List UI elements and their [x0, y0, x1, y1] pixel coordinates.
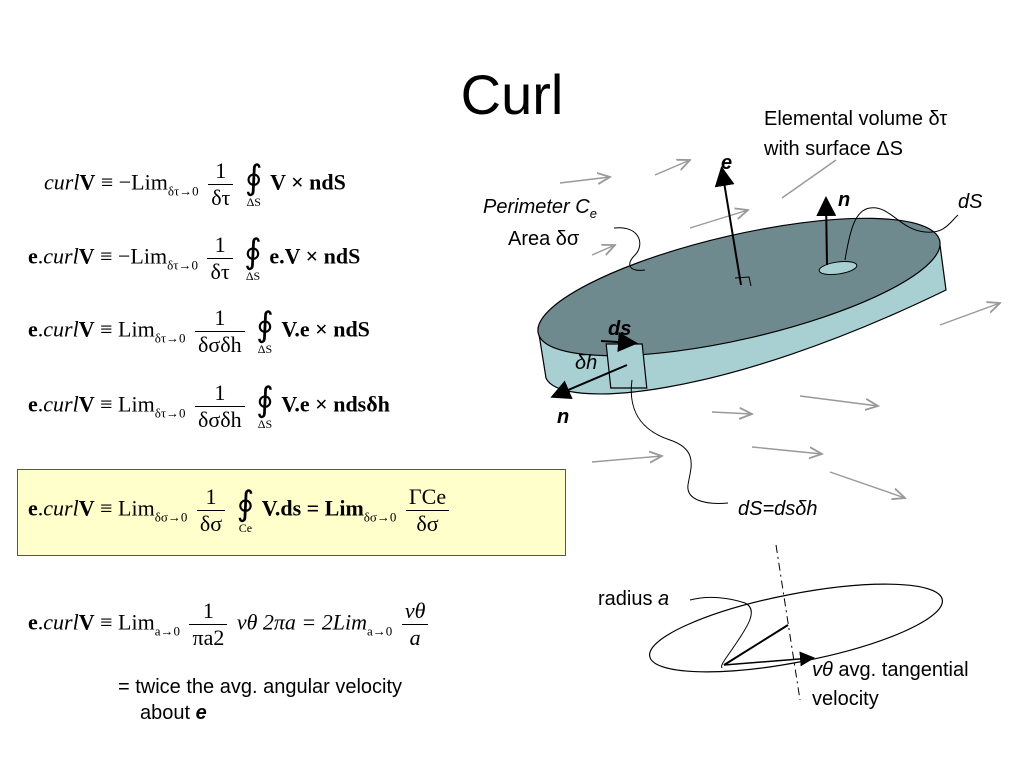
eq6-limit: a→0 — [154, 623, 180, 639]
eq4-operator: ≡ Lim — [100, 391, 155, 417]
n-top-label: n — [838, 189, 851, 211]
eq1-integral: ∮ΔS — [244, 159, 263, 209]
eq3-operator: ≡ Lim — [100, 316, 155, 342]
elemental-volume-label: Elemental volume δτ — [764, 108, 948, 130]
eq2-integrand: e.V × ndS — [269, 243, 361, 269]
eq4-limit: δτ→0 — [154, 405, 186, 421]
ds-equation-label: dS=dsδh — [738, 498, 818, 520]
dh-label: δh — [575, 352, 598, 374]
leader-lines — [613, 207, 959, 669]
eq6-operator: ≡ Lim — [100, 609, 155, 635]
eq1-operator: ≡ −Lim — [100, 169, 168, 195]
velocity-label: velocity — [812, 688, 879, 710]
perimeter-label: Perimeter Ce — [483, 196, 597, 221]
note-line-1: = twice the avg. angular velocity — [118, 676, 403, 698]
ds-top-label: dS — [958, 191, 983, 213]
note-line-2-var: e — [195, 702, 207, 724]
highlighted-result-box — [17, 469, 566, 556]
e-axis-label: e — [721, 152, 733, 174]
eq3-limit: δτ→0 — [154, 330, 186, 346]
eq4-integral: ∮ΔS — [256, 381, 274, 431]
eq6-body: vθ 2πa = 2Lim — [236, 609, 368, 635]
eq3-integrand: V.e × ndS — [281, 316, 370, 342]
twice-angular-velocity-note: = twice the avg. angular velocity about … — [118, 674, 402, 726]
note-line-2-prefix: about — [140, 702, 196, 724]
elemental-disk — [537, 217, 947, 395]
eq1-limit: δτ→0 — [167, 183, 199, 199]
eq1-integrand: V × ndS — [270, 169, 346, 195]
eq2-operator: ≡ −Lim — [100, 243, 168, 269]
eq6-limit2: a→0 — [367, 623, 393, 639]
eq5-operator: ≡ Lim — [100, 495, 155, 521]
eq2-integral: ∮ΔS — [244, 233, 262, 283]
slide-title: Curl — [460, 63, 564, 126]
eq3-integral: ∮ΔS — [256, 306, 274, 356]
eq4-integrand: V.e × ndsδh — [281, 391, 390, 417]
n-side-label: n — [557, 406, 570, 428]
area-label: Area δσ — [508, 228, 580, 250]
radius-label: radius a — [598, 588, 670, 610]
eq5-limit2: δσ→0 — [363, 509, 397, 525]
eq5-limit: δσ→0 — [154, 509, 188, 525]
radius-ellipse-diagram — [648, 544, 944, 701]
with-surface-label: with surface ΔS — [764, 138, 903, 160]
eq2-limit: δτ→0 — [167, 257, 198, 273]
eq5-integral: ∮Ce — [236, 485, 255, 535]
eq5-integrand: V.ds = Lim — [261, 495, 364, 521]
v-theta-label: vθ avg. tangential — [812, 659, 969, 681]
flow-arrows — [559, 160, 1000, 498]
diagram-vectors — [550, 166, 837, 399]
ds-edge-label: ds — [608, 318, 632, 340]
